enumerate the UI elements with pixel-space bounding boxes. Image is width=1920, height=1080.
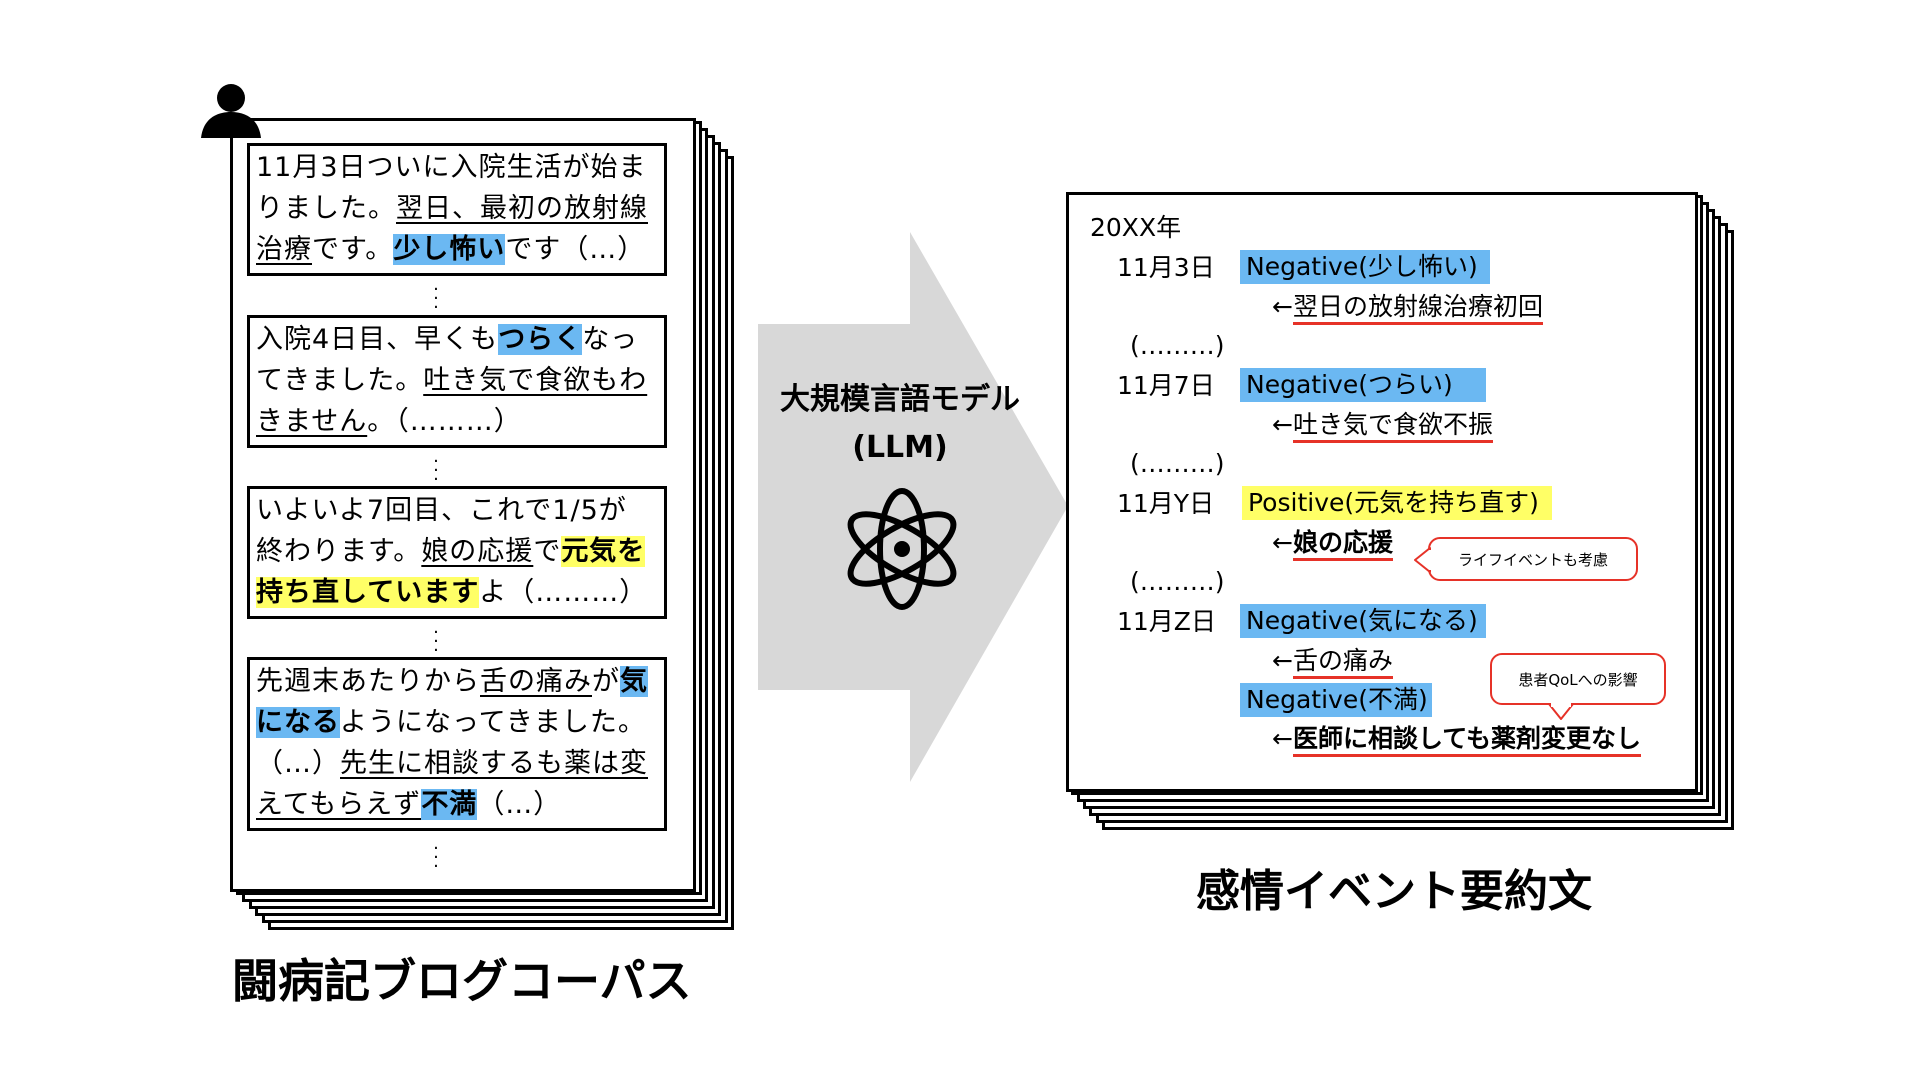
process-arrow [758,232,1068,782]
vertical-ellipsis: ··· [433,622,439,661]
entry-text: 入院4日目、早くも [256,324,499,355]
entry-line: 先週末あたりから舌の痛みが気 [256,661,658,702]
event-cause: ←娘の応援 [1272,527,1393,561]
cause-text: 舌の痛み [480,666,592,697]
omission-ellipsis: (………) [1130,331,1225,360]
event-cause: ←吐き気で食欲不振 [1272,409,1493,443]
entry-text: よ（………） [479,577,648,608]
entry-text: ようになってきました。 [340,707,646,738]
bubble-tail [1548,703,1574,720]
event-date: 11月Z日 [1117,607,1216,636]
negative-emotion-highlight: つらく [498,324,583,355]
cause-arrow: ← [1272,724,1293,753]
entry-text: （…） [256,748,340,779]
entry-line: （…）先生に相談するも薬は変 [256,743,658,784]
entry-line: 入院4日目、早くもつらくなっ [256,319,658,360]
entry-text: 。（………） [367,406,522,437]
entry-text: で [533,536,562,567]
entry-text: いよいよ7回目、これで1/5が [256,495,627,526]
cause-text: 翌日、最初の放射線 [396,193,648,224]
negative-emotion-highlight: 気 [620,666,648,697]
event-date: 11月Y日 [1117,489,1215,518]
cause-text: 娘の応援 [1292,528,1393,561]
entry-text: なっ [582,324,639,355]
cause-arrow: ← [1272,292,1293,321]
cause-text: 医師に相談しても薬剤変更なし [1292,724,1641,757]
entry-line: いよいよ7回目、これで1/5が [256,490,658,531]
negative-emotion-highlight: 少し怖い [393,234,506,265]
blog-corpus-caption: 闘病記ブログコーパス [232,954,692,1008]
blog-entry-1: 11月3日ついに入院生活が始ま りました。翌日、最初の放射線 治療です。少し怖い… [247,143,667,276]
cause-text: 治療 [256,234,312,265]
cause-text: 先生に相談するも薬は変 [340,748,648,779]
entry-text: が [592,666,620,697]
llm-label-line: (LLM) [852,430,948,465]
entry-text: 終わります。 [256,536,422,567]
cause-text: 吐き気で食欲もわ [423,365,648,396]
entry-text: りました。 [256,193,396,224]
entry-line: 持ち直していますよ（………） [256,572,658,613]
entry-text: （…） [477,789,562,820]
event-date: 11月7日 [1117,371,1215,400]
entry-line: きません。（………） [256,401,658,442]
vertical-ellipsis: ··· [433,451,439,490]
negative-emotion-tag: Negative(つらい) [1240,368,1486,402]
cause-text: 吐き気で食欲不振 [1292,410,1493,443]
entry-line: りました。翌日、最初の放射線 [256,188,658,229]
cause-text: えてもらえず [256,789,422,820]
positive-emotion-highlight: 持ち直しています [256,577,480,608]
event-cause: ←翌日の放射線治療初回 [1272,291,1543,325]
negative-emotion-highlight: になる [256,707,340,738]
cause-arrow: ← [1272,528,1293,557]
positive-emotion-highlight: 元気を [561,536,646,567]
event-date: 11月3日 [1117,253,1215,282]
entry-text: 11月3日ついに入院生活が始ま [256,152,647,183]
event-cause: ←舌の痛み [1272,645,1393,679]
cause-text: 翌日の放射線治療初回 [1292,292,1543,325]
entry-line: 11月3日ついに入院生活が始ま [256,147,658,188]
blog-entry-3: いよいよ7回目、これで1/5が 終わります。娘の応援で元気を 持ち直していますよ… [247,486,667,619]
person-icon [201,84,261,138]
positive-emotion-tag: Positive(元気を持ち直す) [1242,486,1552,520]
life-event-note-bubble: ライフイベントも考慮 [1428,537,1638,581]
entry-line: えてもらえず不満（…） [256,784,658,825]
entry-line: てきました。吐き気で食欲もわ [256,360,658,401]
summary-caption: 感情イベント要約文 [1196,866,1592,917]
cause-text: 舌の痛み [1292,646,1393,679]
cause-text: きません [256,406,368,437]
blog-entry-2: 入院4日目、早くもつらくなっ てきました。吐き気で食欲もわ きません。（………） [247,315,667,448]
entry-line: 終わります。娘の応援で元気を [256,531,658,572]
llm-label: 大規模言語モデル (LLM) [760,376,1040,472]
cause-text: 娘の応援 [421,536,534,567]
year-label: 20XX年 [1090,213,1182,242]
entry-text: 先週末あたりから [256,666,480,697]
negative-emotion-tag: Negative(気になる) [1240,604,1486,638]
llm-label-line: 大規模言語モデル [780,382,1020,417]
negative-emotion-tag: Negative(不満) [1240,683,1432,717]
cause-arrow: ← [1272,410,1293,439]
vertical-ellipsis: ··· [433,838,439,877]
entry-line: になるようになってきました。 [256,702,658,743]
atom-icon [847,488,957,610]
event-cause: ←医師に相談しても薬剤変更なし [1272,723,1641,757]
negative-emotion-tag: Negative(少し怖い) [1240,250,1490,284]
negative-emotion-highlight: 不満 [421,789,478,820]
entry-line: 治療です。少し怖いです（…） [256,229,658,270]
bubble-tail [1414,547,1434,573]
blog-entry-4: 先週末あたりから舌の痛みが気 になるようになってきました。 （…）先生に相談する… [247,657,667,831]
entry-text: です。 [312,234,394,265]
omission-ellipsis: (………) [1130,449,1225,478]
entry-text: てきました。 [256,365,424,396]
qol-note-bubble: 患者QoLへの影響 [1490,653,1666,705]
entry-text: です（…） [505,234,646,265]
cause-arrow: ← [1272,646,1293,675]
vertical-ellipsis: ··· [433,279,439,318]
omission-ellipsis: (………) [1130,567,1225,596]
